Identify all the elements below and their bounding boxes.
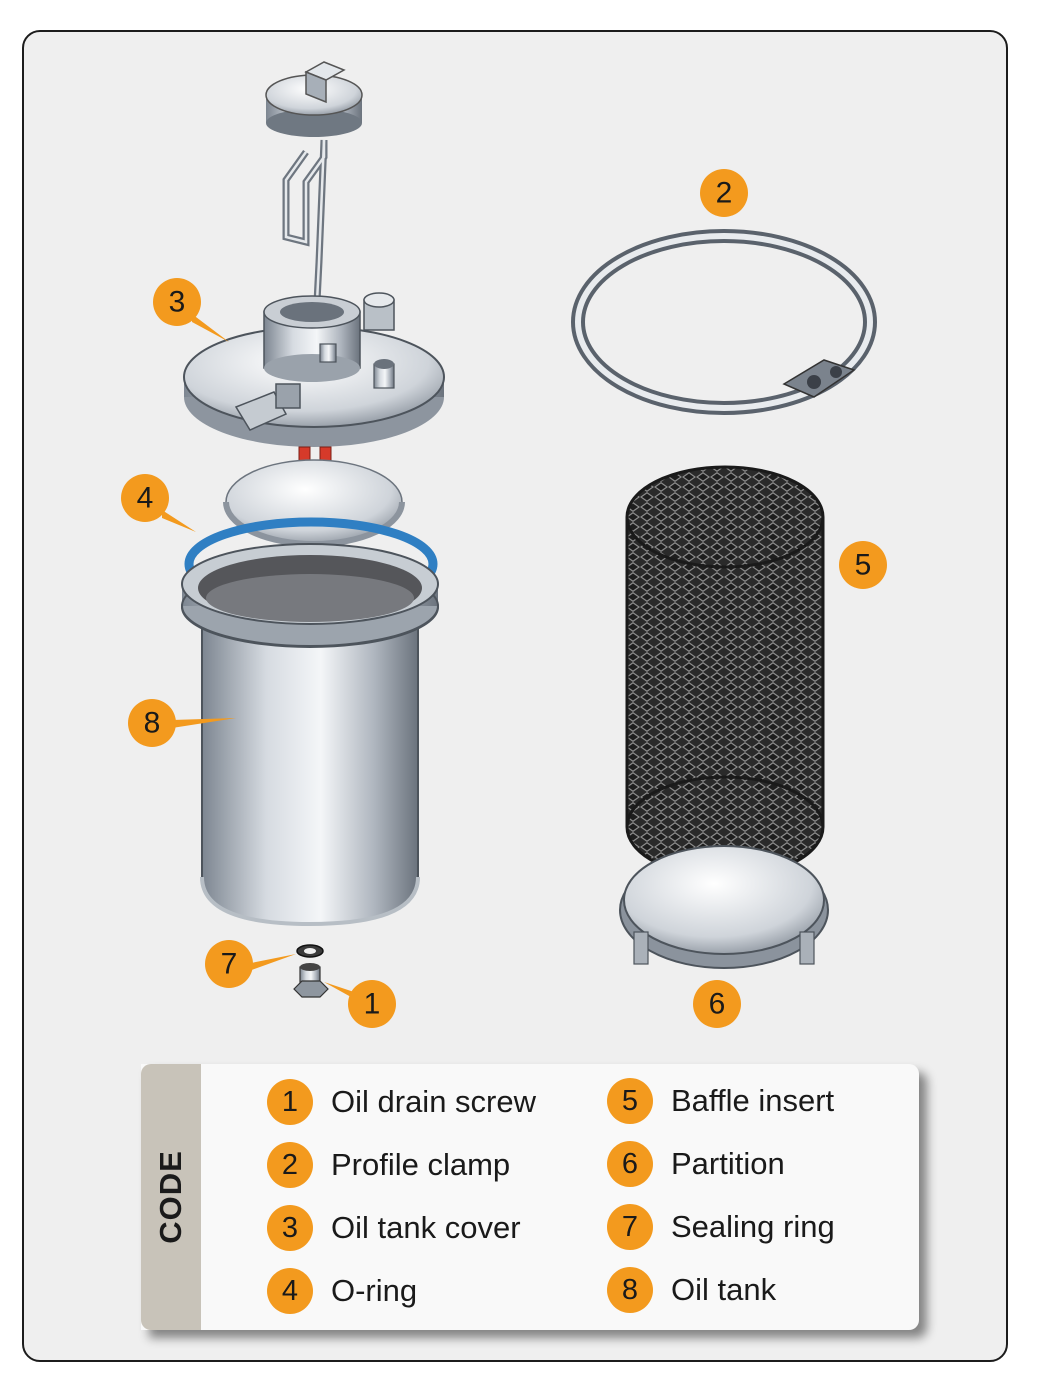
sealing-ring: [296, 944, 324, 958]
legend-label: Oil tank: [671, 1272, 777, 1307]
oil-tank-exploded-view: 1 2 3 4 5 6 7 8: [121, 61, 887, 1028]
legend-number: 8: [607, 1267, 653, 1313]
profile-clamp: [571, 229, 877, 415]
svg-text:1: 1: [364, 988, 381, 1021]
oil-drain-screw: [293, 963, 329, 998]
legend-item-6: 6 Partition: [607, 1141, 785, 1187]
legend-item-4: 4 O-ring: [267, 1268, 417, 1314]
baffle-insert: [625, 465, 825, 879]
svg-text:4: 4: [137, 482, 154, 515]
legend-label: Sealing ring: [671, 1209, 835, 1244]
legend-number: 5: [607, 1078, 653, 1124]
legend-number: 7: [607, 1204, 653, 1250]
legend-item-1: 1 Oil drain screw: [267, 1079, 536, 1125]
callout-3: 3: [153, 278, 201, 326]
svg-text:8: 8: [144, 707, 161, 740]
legend-number: 2: [267, 1142, 313, 1188]
legend-item-8: 8 Oil tank: [607, 1267, 776, 1313]
legend-box: CODE 1 Oil drain screw 2 Profile clamp 3…: [141, 1064, 919, 1330]
legend-item-2: 2 Profile clamp: [267, 1142, 510, 1188]
legend-label: O-ring: [331, 1273, 418, 1308]
legend-item-5: 5 Baffle insert: [607, 1078, 834, 1124]
legend-title: CODE: [153, 1150, 188, 1244]
callout-6: 6: [693, 980, 741, 1028]
partition: [619, 845, 829, 969]
legend-tab: [141, 1064, 201, 1330]
legend-item-7: 7 Sealing ring: [607, 1204, 835, 1250]
callout-8: 8: [128, 699, 176, 747]
svg-text:3: 3: [169, 286, 186, 319]
legend-number: 1: [267, 1079, 313, 1125]
callout-1: 1: [348, 980, 396, 1028]
legend-label: Oil drain screw: [331, 1084, 536, 1119]
oil-tank-body: [181, 543, 439, 927]
diagram-frame: 1 2 3 4 5 6 7 8: [22, 30, 1008, 1362]
legend-label: Profile clamp: [331, 1147, 511, 1182]
legend-label: Partition: [671, 1146, 785, 1181]
oil-tank-cover: [183, 292, 445, 447]
callout-2: 2: [700, 169, 748, 217]
svg-text:7: 7: [221, 948, 238, 981]
dipstick: [282, 139, 328, 323]
legend-item-3: 3 Oil tank cover: [267, 1205, 521, 1251]
svg-text:6: 6: [709, 988, 726, 1021]
filler-cap: [265, 61, 363, 137]
legend-number: 4: [267, 1268, 313, 1314]
callout-5: 5: [839, 541, 887, 589]
legend-label: Oil tank cover: [331, 1210, 521, 1245]
callout-4: 4: [121, 474, 169, 522]
legend-label: Baffle insert: [671, 1083, 835, 1118]
callout-7: 7: [205, 940, 253, 988]
legend-number: 6: [607, 1141, 653, 1187]
legend-number: 3: [267, 1205, 313, 1251]
svg-text:5: 5: [855, 549, 872, 582]
svg-text:2: 2: [716, 177, 733, 210]
